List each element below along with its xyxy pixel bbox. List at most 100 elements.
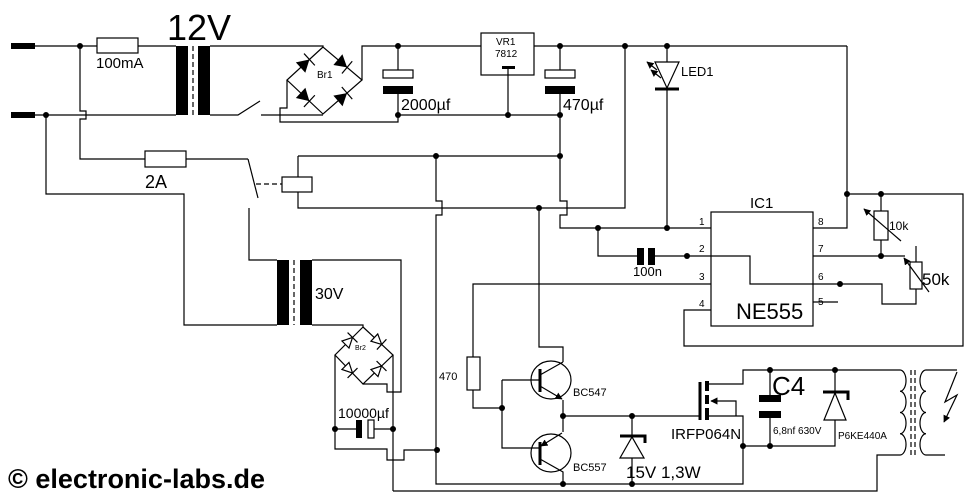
- wire: [79, 46, 248, 160]
- capacitor-100n-plate: [648, 248, 655, 265]
- potentiometer-50k: [909, 261, 923, 290]
- capacitor-100n-label: 100n: [633, 264, 662, 279]
- potentiometer-10k: [873, 210, 889, 241]
- capacitor-c4: [759, 370, 781, 446]
- led1-label: LED1: [681, 64, 714, 79]
- transformer-12v: [176, 46, 210, 115]
- junction: [664, 43, 670, 49]
- pin-3-label: 3: [699, 272, 705, 283]
- junction: [844, 191, 850, 197]
- bridge-br1-label: Br1: [317, 70, 333, 81]
- fuse-2a-label: 2A: [145, 172, 167, 192]
- wire: [297, 46, 626, 209]
- capacitor-c4-label: C4: [772, 371, 805, 401]
- bridge-br2-label: Br2: [355, 345, 366, 352]
- wire: [813, 283, 917, 305]
- junction: [557, 43, 563, 49]
- wire: [45, 115, 277, 326]
- junction: [560, 481, 566, 487]
- power-switch: [210, 100, 261, 116]
- wire: [472, 390, 502, 409]
- junction: [43, 112, 49, 118]
- pot-50k-arrow: [903, 257, 930, 293]
- junction: [505, 112, 511, 118]
- bridge-rectifier-br1: [286, 46, 363, 115]
- capacitor-2000uf: [382, 46, 414, 115]
- capacitor-100n: [637, 248, 644, 265]
- resistor-470-label: 470: [439, 371, 457, 383]
- ic1-name: IC1: [750, 195, 773, 212]
- junction: [433, 153, 439, 159]
- potentiometer-10k-label: 10k: [889, 219, 909, 233]
- tvs-diode-p6ke440a: [823, 370, 850, 421]
- zener-diode-15v: [618, 416, 647, 484]
- transistor-bc547: [530, 360, 572, 416]
- wire: [538, 208, 564, 362]
- ignition-transformer: [899, 369, 957, 456]
- mosfet-label: IRFP064N: [671, 426, 741, 443]
- wire: [361, 45, 481, 80]
- wire: [743, 420, 836, 447]
- junction: [557, 112, 563, 118]
- junction: [560, 413, 566, 419]
- wire: [501, 379, 540, 449]
- bridge-rectifier-br2: [334, 326, 394, 385]
- wire: [597, 228, 637, 257]
- capacitor-470uf: [544, 46, 711, 229]
- wire: [312, 259, 402, 393]
- fuse-100ma-label: 100mA: [96, 55, 144, 72]
- pot-10k-arrow: [863, 208, 902, 242]
- wire: [279, 80, 399, 123]
- junction: [684, 253, 690, 259]
- wire: [334, 355, 437, 461]
- regulator-ground-pin: [502, 66, 515, 69]
- mosfet-irfp064n: [698, 369, 900, 446]
- regulator-part: 7812: [495, 49, 518, 60]
- relay-switch-blade: [247, 158, 259, 199]
- junction: [395, 112, 401, 118]
- led1: [646, 46, 680, 228]
- transistor-bc557: [530, 416, 572, 484]
- mains-terminal-2: [11, 112, 35, 118]
- transformer-30v-label: 30V: [315, 286, 344, 303]
- wire: [393, 454, 900, 492]
- junction: [390, 426, 396, 432]
- regulator-name: VR1: [496, 37, 516, 48]
- junction: [499, 405, 505, 411]
- junction: [664, 225, 670, 231]
- junction: [332, 426, 338, 432]
- relay-coil: [281, 176, 313, 193]
- copyright: © electronic-labs.de: [8, 464, 265, 494]
- junction: [837, 281, 843, 287]
- transistor-bc557-label: BC557: [573, 462, 607, 474]
- spark-arrow-icon: [943, 371, 959, 423]
- transistor-bc547-label: BC547: [573, 387, 607, 399]
- tvs-diode-label: P6KE440A: [838, 431, 887, 442]
- capacitor-2000uf-label: 2000µf: [401, 97, 451, 114]
- pin-6-label: 6: [818, 272, 824, 283]
- capacitor-470uf-label: 470µf: [563, 97, 604, 114]
- pin-4-label: 4: [699, 299, 705, 310]
- wire: [711, 255, 813, 285]
- junction: [395, 43, 401, 49]
- zener-diode-label: 15V 1,3W: [626, 463, 701, 482]
- ic1-part: NE555: [736, 299, 803, 324]
- mains-terminal-1: [11, 43, 35, 49]
- wire: [472, 283, 711, 357]
- wire: [435, 156, 744, 485]
- wire: [248, 208, 277, 261]
- ic1-ne555: [710, 211, 814, 327]
- pin-1-label: 1: [699, 217, 705, 228]
- transformer-12v-label: 12V: [167, 7, 231, 48]
- wire: [813, 46, 848, 229]
- capacitor-10000uf: [335, 419, 393, 439]
- wire: [683, 193, 964, 347]
- junction: [77, 43, 83, 49]
- capacitor-10000uf-label: 10000µf: [338, 405, 389, 421]
- pin-2-label: 2: [699, 244, 705, 255]
- transformer-30v: [277, 260, 312, 325]
- pin-8-label: 8: [818, 217, 824, 228]
- pin-7-label: 7: [818, 244, 824, 255]
- fuse-2a: [144, 150, 187, 168]
